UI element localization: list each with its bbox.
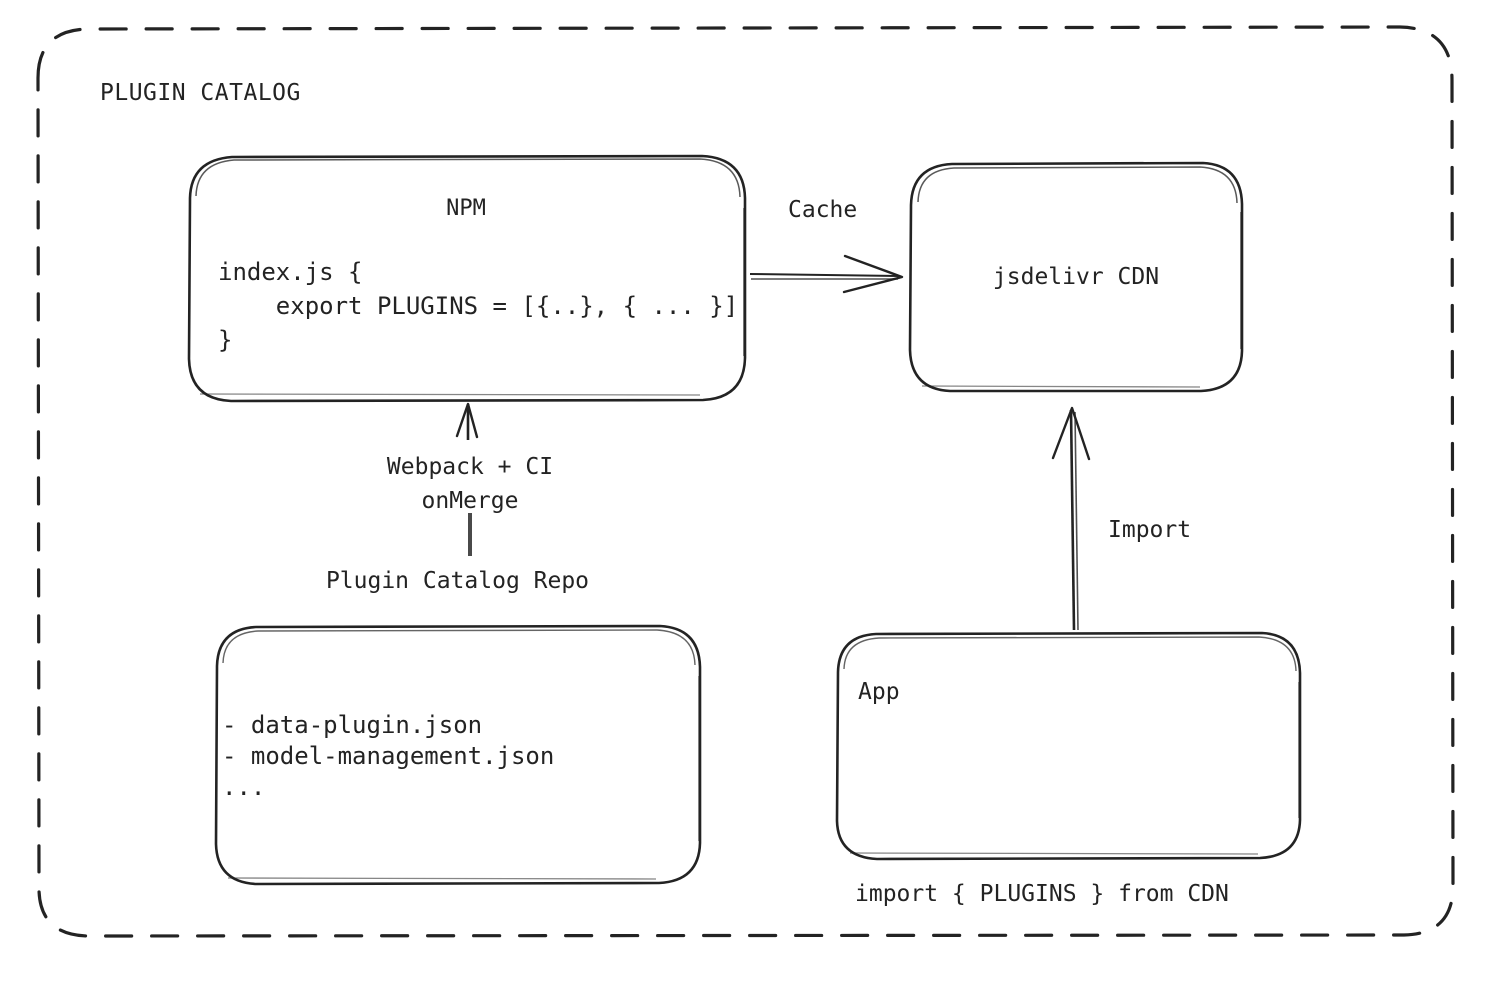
repo-file-list: - data-plugin.json - model-management.js…	[222, 711, 555, 801]
cdn-box-shape	[908, 161, 1244, 393]
app-box-title: App	[858, 679, 900, 705]
import-arrow	[1051, 406, 1091, 631]
repo-box-caption: Plugin Catalog Repo	[325, 568, 590, 594]
repo-box-shape	[214, 624, 702, 886]
build-edge-label: Webpack + CI onMerge	[386, 454, 554, 514]
build-arrow	[455, 402, 479, 556]
npm-box-shape	[187, 154, 747, 403]
app-code-line-1: import { PLUGINS } from CDN	[855, 881, 1229, 907]
plugin-catalog-container-border	[36, 25, 1455, 938]
import-edge-label: Import	[1108, 517, 1192, 543]
cache-arrow	[749, 254, 904, 294]
page-title: PLUGIN CATALOG	[100, 80, 301, 106]
cache-edge-label: Cache	[788, 197, 858, 223]
npm-box-title: NPM	[446, 196, 486, 221]
cdn-box-title: jsdelivr CDN	[992, 264, 1160, 290]
app-box-shape	[835, 631, 1302, 861]
app-box-code: import { PLUGINS } from CDN PLUGINS.forE…	[855, 739, 1229, 1002]
npm-box-code: index.js { export PLUGINS = [{..}, { ...…	[218, 258, 739, 354]
